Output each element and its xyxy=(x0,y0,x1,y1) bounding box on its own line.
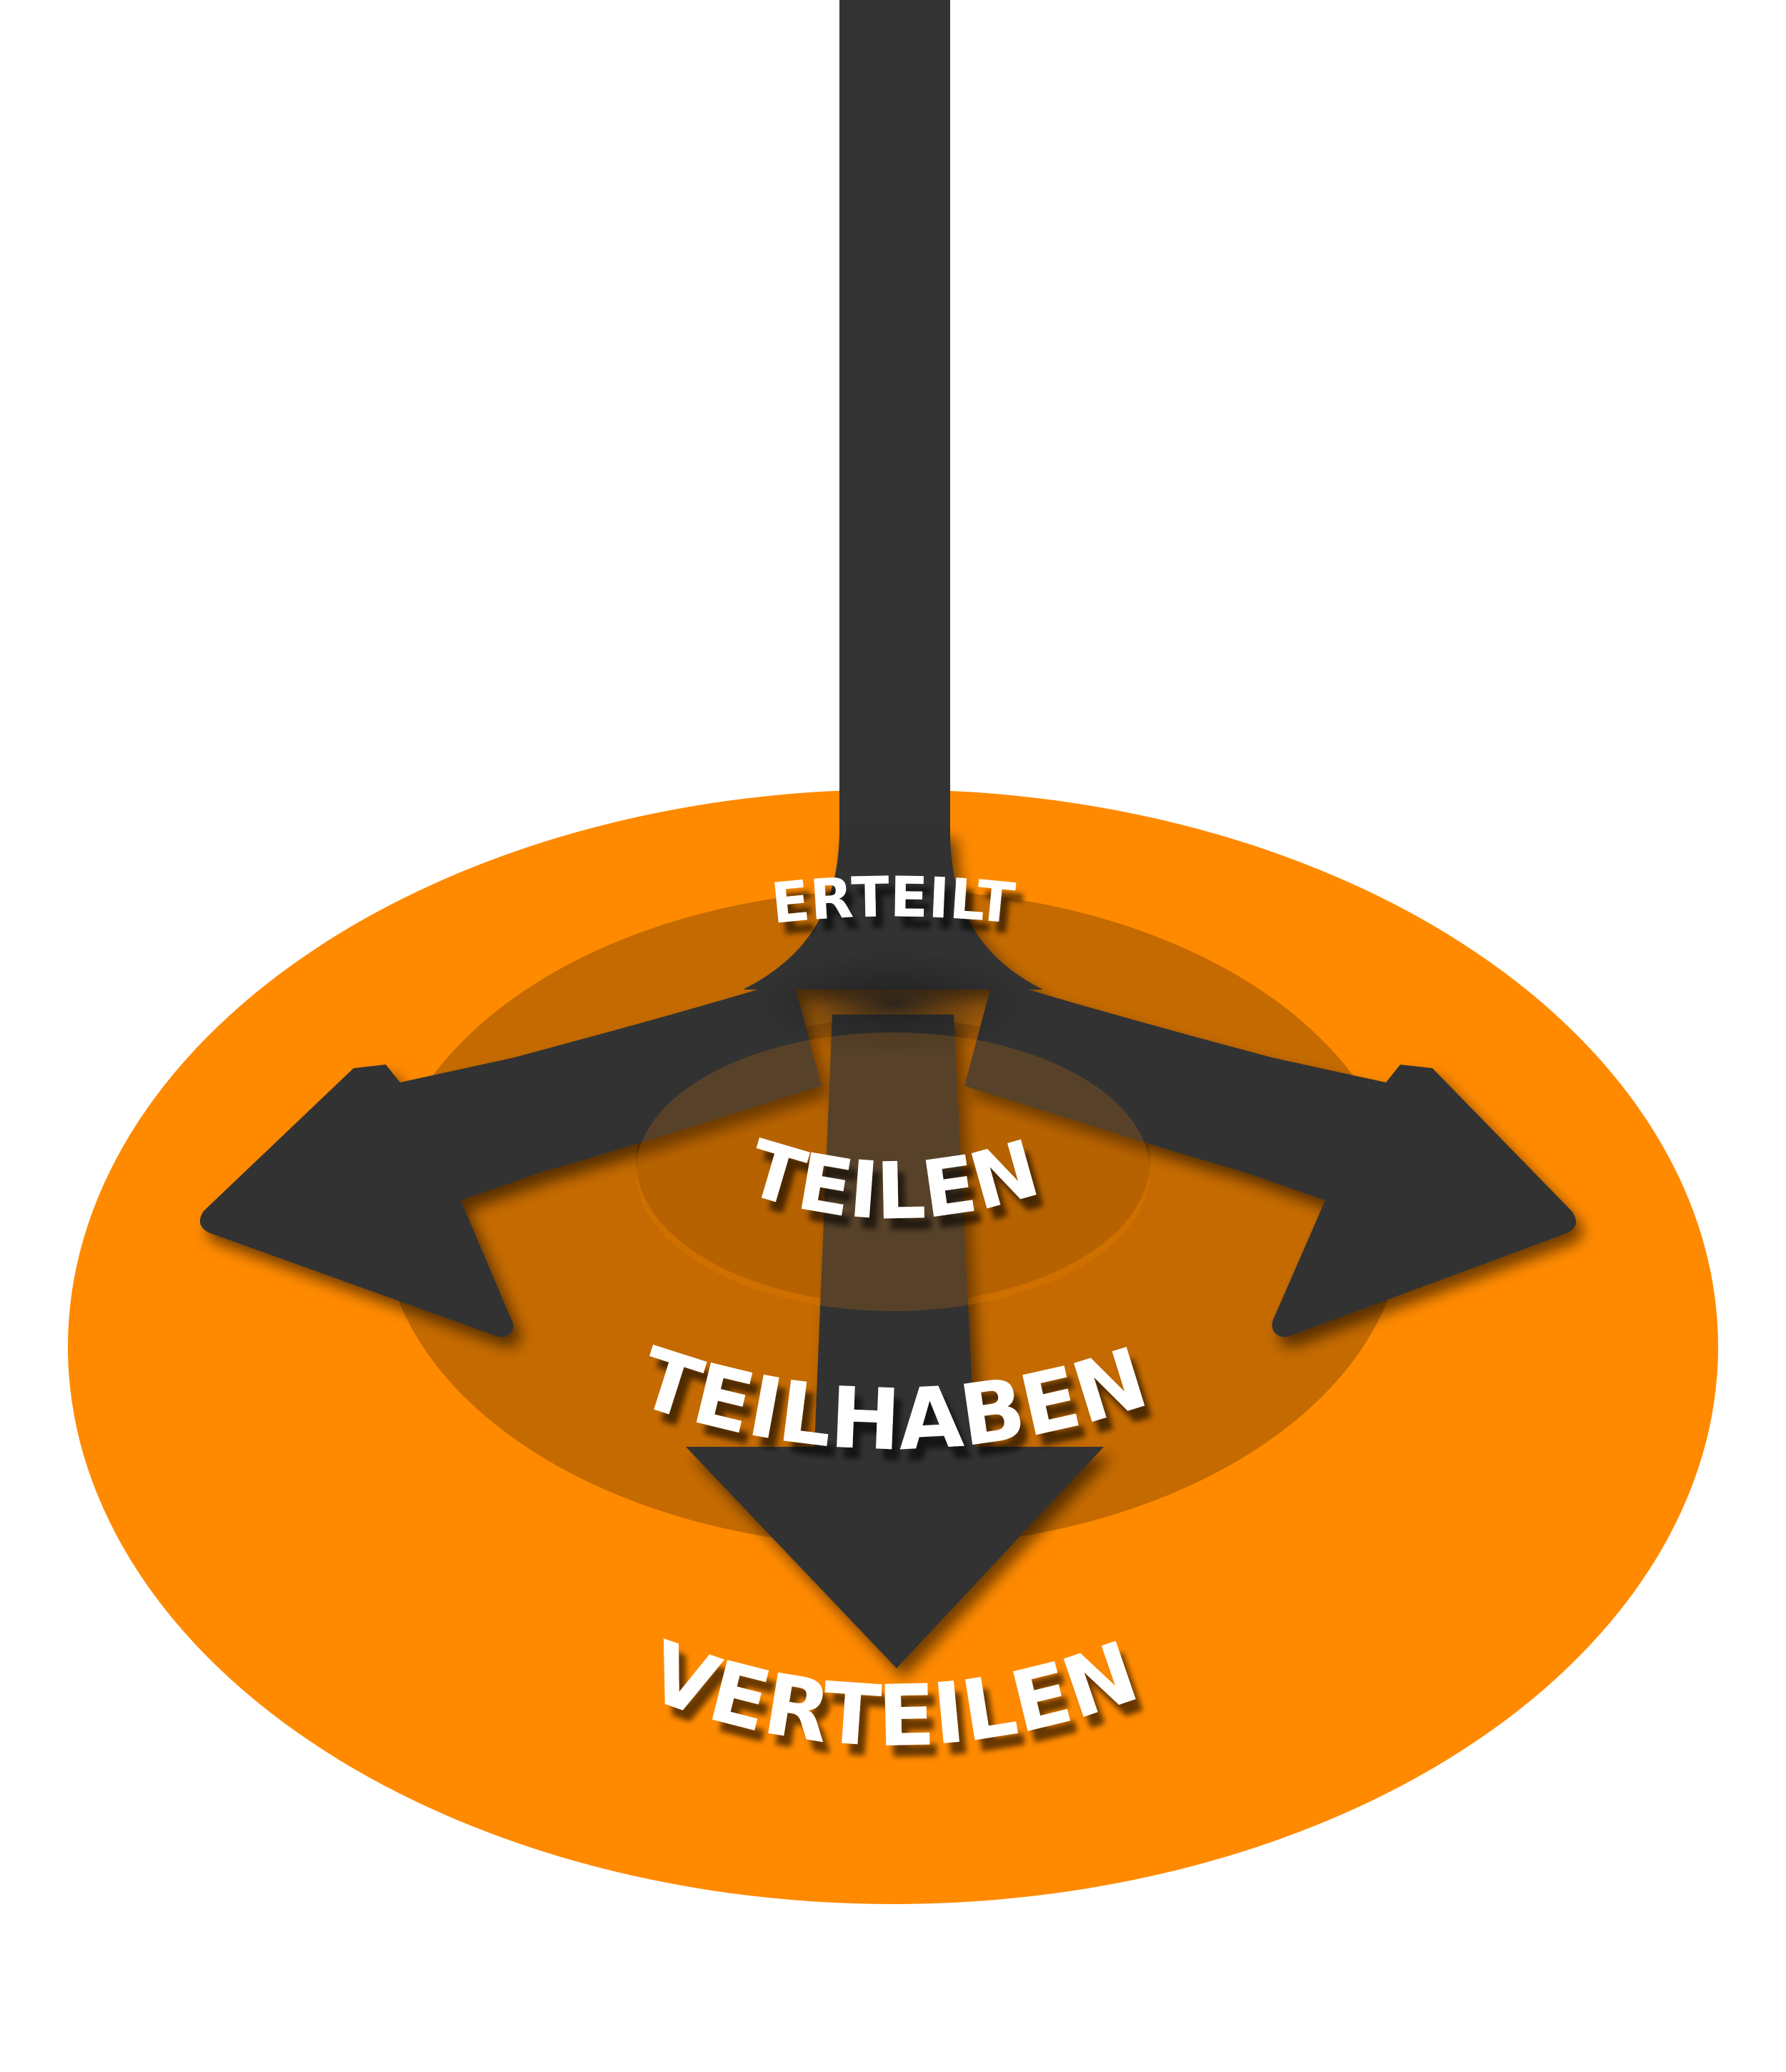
depth-overlay xyxy=(636,1032,1150,1311)
junction-shape xyxy=(743,829,1043,990)
arrow-left-icon xyxy=(200,979,822,1338)
label-erteilt: ERTEILT xyxy=(769,865,1018,937)
main-stem-icon xyxy=(839,0,950,865)
branch-arrows xyxy=(200,829,1577,1668)
arrow-down-icon xyxy=(686,1015,1104,1668)
arrow-right-icon xyxy=(964,979,1577,1338)
center-glow xyxy=(757,950,1029,1057)
